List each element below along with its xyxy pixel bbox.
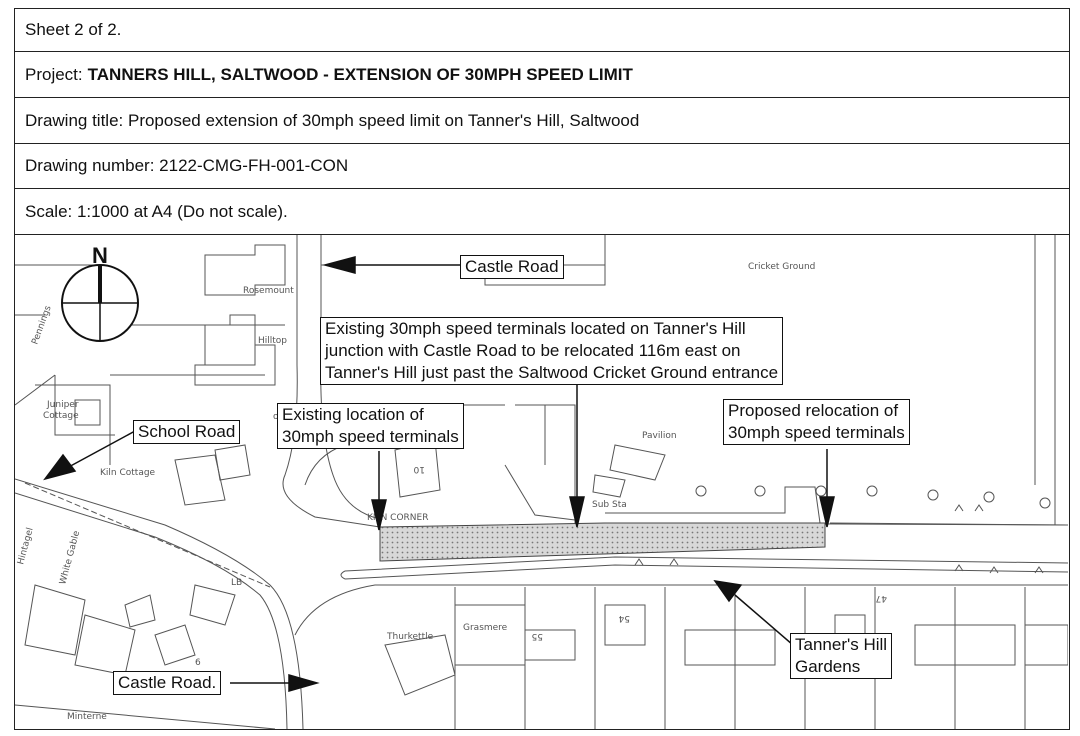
- drawing-title-row: Drawing title: Proposed extension of 30m…: [15, 98, 1069, 144]
- project-row: Project: TANNERS HILL, SALTWOOD - EXTENS…: [15, 52, 1069, 98]
- place-54: 54: [618, 613, 630, 623]
- site-map: N Cricket Ground Rosemount Hilltop Penni…: [15, 235, 1068, 729]
- drawing-number-row: Drawing number: 2122-CMG-FH-001-CON: [15, 144, 1069, 189]
- tree-symbols: [634, 485, 1051, 574]
- place-cricket-ground: Cricket Ground: [748, 262, 815, 272]
- drawing-title: Drawing title: Proposed extension of 30m…: [25, 110, 640, 130]
- callout-arrows: [43, 256, 835, 692]
- place-thurkettle: Thurkettle: [386, 632, 434, 642]
- place-cottage: Cottage: [43, 411, 79, 421]
- road-lines: [15, 235, 1068, 729]
- place-pennings: Pennings: [30, 304, 53, 346]
- project-label: Project:: [25, 64, 83, 84]
- existing-location-label: Existing location of 30mph speed termina…: [277, 403, 464, 449]
- existing-terminals-note: Existing 30mph speed terminals located o…: [320, 317, 784, 385]
- place-pavilion: Pavilion: [642, 431, 677, 441]
- place-lb: LB: [231, 578, 242, 588]
- place-juniper: Juniper: [46, 400, 79, 410]
- school-road-label: School Road: [133, 420, 241, 444]
- north-arrow: N: [61, 243, 139, 342]
- place-6: 6: [195, 658, 201, 668]
- note-line-3: Tanner's Hill just past the Saltwood Cri…: [325, 363, 779, 382]
- castle-road-bottom-label: Castle Road.: [113, 671, 222, 695]
- gardens-line-1: Tanner's Hill: [795, 635, 888, 654]
- project-title: TANNERS HILL, SALTWOOD - EXTENSION OF 30…: [87, 64, 633, 84]
- proposed-relocation-label: Proposed relocation of 30mph speed termi…: [723, 399, 910, 445]
- drawing-sheet: Sheet 2 of 2. Project: TANNERS HILL, SAL…: [14, 8, 1070, 730]
- proposed-relocation-line-1: Proposed relocation of: [728, 401, 899, 420]
- place-rosemount: Rosemount: [243, 286, 294, 296]
- place-minterne: Minterne: [67, 712, 107, 722]
- scale-row: Scale: 1:1000 at A4 (Do not scale).: [15, 189, 1069, 235]
- gardens-line-2: Gardens: [795, 657, 861, 676]
- proposed-relocation-line-2: 30mph speed terminals: [728, 423, 905, 442]
- speed-limit-extension-area: [379, 522, 826, 562]
- place-kiln-cottage: Kiln Cottage: [100, 468, 156, 478]
- sheet-number: Sheet 2 of 2.: [25, 20, 122, 39]
- scale-note: Scale: 1:1000 at A4 (Do not scale).: [25, 201, 288, 221]
- place-hintagel: Hintagel: [16, 527, 35, 566]
- place-hilltop: Hilltop: [258, 336, 287, 346]
- place-house-10: 10: [413, 464, 425, 474]
- drawing-number: Drawing number: 2122-CMG-FH-001-CON: [25, 156, 349, 175]
- place-white-gable: White Gable: [58, 529, 82, 585]
- place-55: 55: [532, 631, 543, 641]
- north-label: N: [92, 243, 108, 268]
- note-line-1: Existing 30mph speed terminals located o…: [325, 319, 746, 338]
- place-kiln-corner: KILN CORNER: [367, 513, 428, 523]
- castle-road-top-label: Castle Road: [460, 255, 564, 279]
- place-47: 47: [876, 593, 887, 603]
- existing-location-line-2: 30mph speed terminals: [282, 427, 459, 446]
- sheet-number-row: Sheet 2 of 2.: [15, 9, 1069, 52]
- note-line-2: junction with Castle Road to be relocate…: [325, 341, 741, 360]
- place-sub-sta: Sub Sta: [592, 500, 627, 510]
- place-grasmere: Grasmere: [463, 623, 508, 633]
- map-drawing: N Cricket Ground Rosemount Hilltop Penni…: [15, 235, 1068, 729]
- existing-location-line-1: Existing location of: [282, 405, 424, 424]
- tanners-hill-gardens-label: Tanner's Hill Gardens: [790, 633, 893, 679]
